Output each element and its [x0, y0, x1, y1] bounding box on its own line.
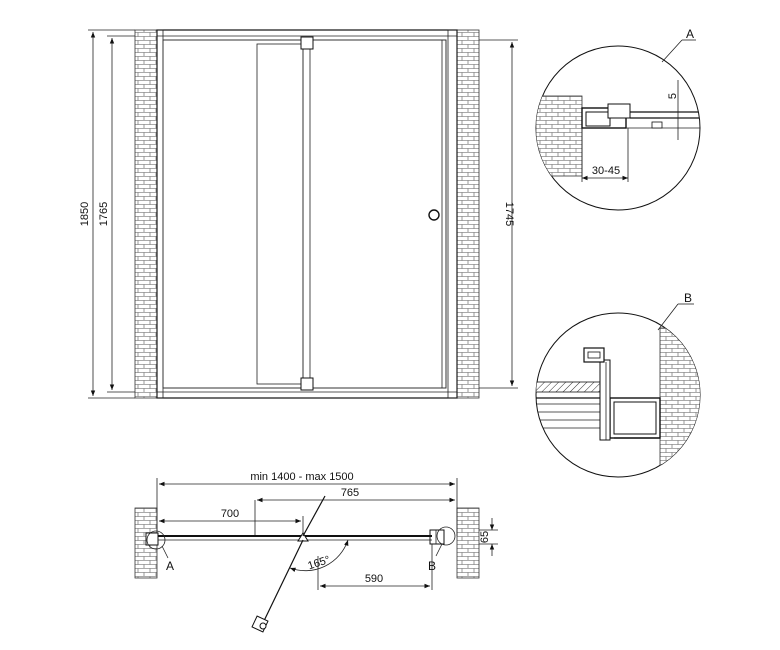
plan-dim-opening: 590: [365, 573, 383, 585]
dim-total-height: 1850: [79, 202, 91, 226]
right-wall: [456, 29, 480, 399]
detail-b-label: B: [684, 291, 692, 305]
left-wall: [134, 29, 158, 399]
plan-dim-width: min 1400 - max 1500: [250, 471, 353, 483]
outer-frame: [156, 29, 458, 399]
door-knob: [428, 209, 440, 221]
plan-angle: 165°: [306, 554, 331, 572]
open-door-line: [261, 539, 304, 626]
plan-view: min 1400 - max 1500 765 700 165° 590: [134, 471, 498, 633]
bottom-hinge: [300, 377, 314, 391]
plan-dim-depth: 65: [479, 531, 491, 543]
plan-label-b: B: [428, 559, 436, 573]
dim-door-height: 1745: [503, 202, 515, 226]
detail-a-dim-gap: 5: [667, 93, 679, 99]
door-glass-panel: [302, 39, 447, 389]
fixed-glass-panel: [162, 39, 304, 389]
detail-a-dim-adjust: 30-45: [592, 165, 620, 177]
plan-right-wall: [456, 507, 480, 579]
top-hinge: [300, 36, 314, 50]
detail-a: 5 30-45 A: [535, 27, 701, 211]
dim-opening-height: 1765: [98, 202, 110, 226]
plan-dim-fixed: 700: [221, 508, 239, 520]
front-view: 1850 1765 1745: [79, 29, 518, 399]
plan-label-a: A: [166, 559, 174, 573]
plan-dim-door: 765: [341, 487, 359, 499]
detail-a-label: A: [686, 27, 694, 41]
detail-b: B: [535, 291, 701, 478]
